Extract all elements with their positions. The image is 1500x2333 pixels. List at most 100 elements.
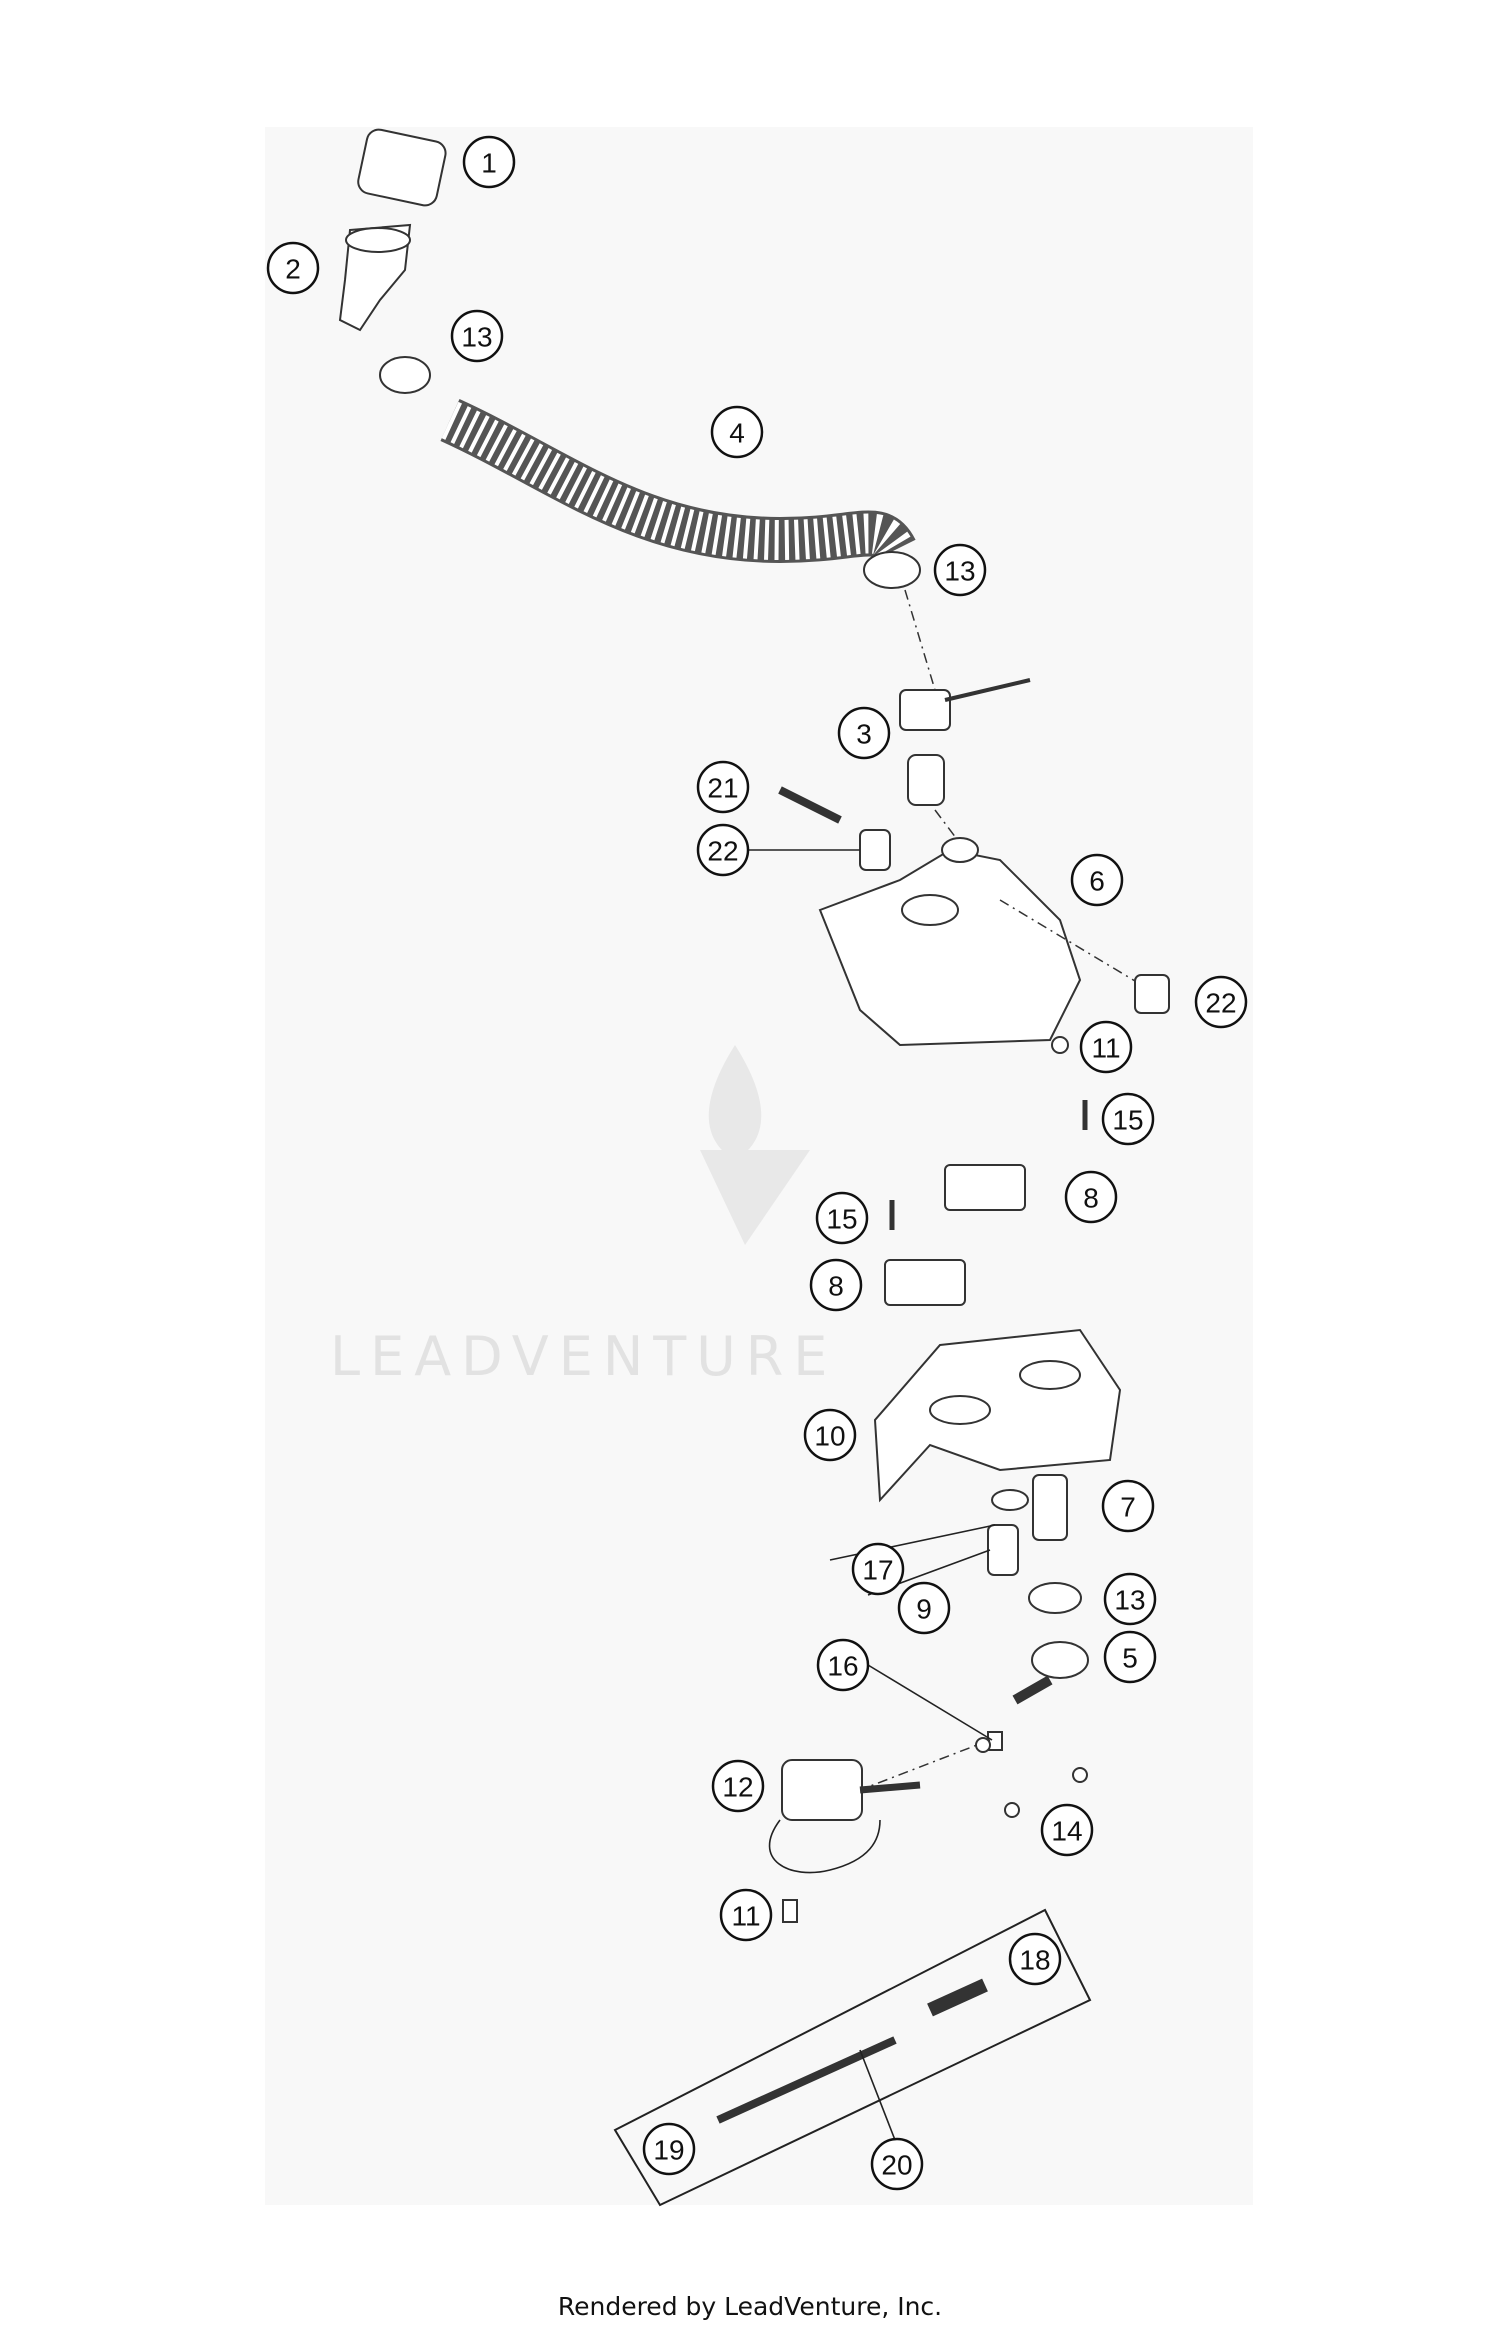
part-10-bracket [873,1328,1122,1503]
callout-circle [719,1888,773,1942]
part-13-clamp-a [379,356,431,394]
callout-1: 1 [462,135,516,189]
callout-circle [1040,1803,1094,1857]
callout-circle [450,309,504,363]
callout-number: 8 [828,1271,844,1302]
callout-circle [1103,1572,1157,1626]
part-7-filter [1032,1474,1068,1541]
callout-16: 16 [816,1638,870,1692]
part-20-hose-kit-box [613,1908,1092,2207]
part-11-bolt-a [1051,1036,1069,1054]
callout-circle [696,760,750,814]
part-1-cap [357,128,447,207]
callout-11: 11 [1079,1020,1133,1074]
callout-15: 15 [815,1191,869,1245]
part-3-breather [899,678,1031,806]
callout-number: 3 [856,719,872,750]
callout-20: 20 [870,2137,924,2191]
callout-number: 11 [1091,1033,1120,1064]
part-22-grommet-a [859,829,891,871]
callout-circle [1103,1630,1157,1684]
callout-number: 9 [916,1594,932,1625]
callout-22: 22 [1194,975,1248,1029]
callout-12: 12 [711,1759,765,1813]
part-17-clamp [991,1489,1029,1511]
callout-circle [803,1408,857,1462]
callout-6: 6 [1070,853,1124,907]
callout-number: 16 [827,1651,858,1682]
part-6-tank [818,837,1082,1047]
callout-15: 15 [1101,1092,1155,1146]
part-12-pump [768,1759,921,1874]
callout-circle [816,1638,870,1692]
callout-17: 17 [851,1542,905,1596]
callout-3: 3 [837,706,891,760]
callout-circle [809,1258,863,1312]
callout-circle [1079,1020,1133,1074]
callout-2: 2 [266,241,320,295]
callout-13: 13 [450,309,504,363]
callout-11: 11 [719,1888,773,1942]
callout-circle [462,135,516,189]
callout-circle [1064,1170,1118,1224]
callout-number: 12 [722,1772,753,1803]
callout-number: 22 [1205,988,1236,1019]
callout-circle [711,1759,765,1813]
callout-14: 14 [1040,1803,1094,1857]
callout-circle [1194,975,1248,1029]
callout-10: 10 [803,1408,857,1462]
callout-number: 8 [1083,1183,1099,1214]
callout-number: 19 [653,2135,684,2166]
part-9-valve [987,1524,1019,1576]
callout-number: 17 [862,1555,893,1586]
part-8-sensor-a [944,1164,1026,1211]
callout-19: 19 [642,2122,696,2176]
callout-circle [266,241,320,295]
callout-number: 15 [826,1204,857,1235]
callout-number: 13 [944,556,975,587]
part-13-clamp-c [1028,1582,1082,1614]
callout-circle [815,1191,869,1245]
callout-number: 2 [285,254,301,285]
callout-22: 22 [696,823,750,877]
callout-number: 11 [731,1901,760,1932]
callout-circle [1101,1479,1155,1533]
callout-8: 8 [809,1258,863,1312]
callout-21: 21 [696,760,750,814]
callout-8: 8 [1064,1170,1118,1224]
callout-4: 4 [710,405,764,459]
part-21-bolt [778,786,842,824]
callout-circle [1070,853,1124,907]
footer-credit: Rendered by LeadVenture, Inc. [557,2292,943,2321]
callout-number: 14 [1051,1816,1082,1847]
callout-number: 21 [707,773,738,804]
callout-circle [710,405,764,459]
callout-circle [897,1581,951,1635]
callout-number: 18 [1019,1945,1050,1976]
part-5-fitting [1012,1641,1089,1705]
part-2-elbow [338,223,412,332]
callout-number: 22 [707,836,738,867]
watermark-text: LEADVENTURE [330,1325,837,1388]
callout-number: 1 [481,148,497,179]
part-11-bolt-b [782,1899,798,1923]
callout-13: 13 [1103,1572,1157,1626]
part-8-sensor-b [884,1259,966,1306]
leadventure-watermark-logo: LEADVENTURE [330,1045,837,1388]
callout-number: 15 [1112,1105,1143,1136]
callout-number: 6 [1089,866,1105,897]
callout-circle [851,1542,905,1596]
callout-number: 4 [729,418,745,449]
callout-number: 5 [1122,1643,1138,1674]
part-4-hose [440,399,916,564]
callout-7: 7 [1101,1479,1155,1533]
callout-13: 13 [933,543,987,597]
callout-18: 18 [1008,1932,1062,1986]
callout-circle [642,2122,696,2176]
callout-number: 13 [1114,1585,1145,1616]
callout-circle [870,2137,924,2191]
callout-number: 10 [814,1421,845,1452]
